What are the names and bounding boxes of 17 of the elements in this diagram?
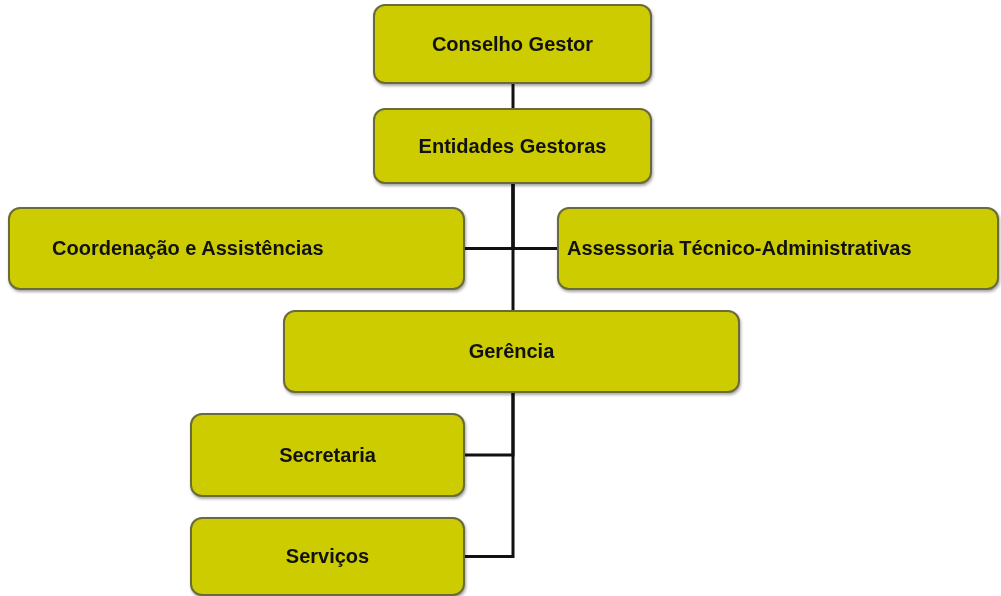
box-label: Gerência	[468, 340, 555, 363]
box-label: Coordenação e Assistências	[52, 237, 324, 260]
connector-line	[511, 184, 515, 310]
org-box	[283, 310, 740, 393]
org-box	[190, 517, 465, 596]
org-box	[557, 207, 999, 290]
box-label: Serviços	[285, 545, 370, 568]
connector-line	[465, 393, 515, 558]
org-box	[190, 413, 465, 497]
org-box	[373, 4, 652, 84]
box-label: Assessoria Técnico-Administrativas	[567, 237, 912, 260]
box-label: Secretaria	[279, 443, 376, 467]
box-label: Entidades Gestoras	[418, 134, 607, 158]
org-box	[373, 108, 652, 184]
org-box	[8, 207, 465, 290]
connector-line	[511, 84, 515, 108]
box-label: Conselho Gestor	[431, 32, 594, 56]
